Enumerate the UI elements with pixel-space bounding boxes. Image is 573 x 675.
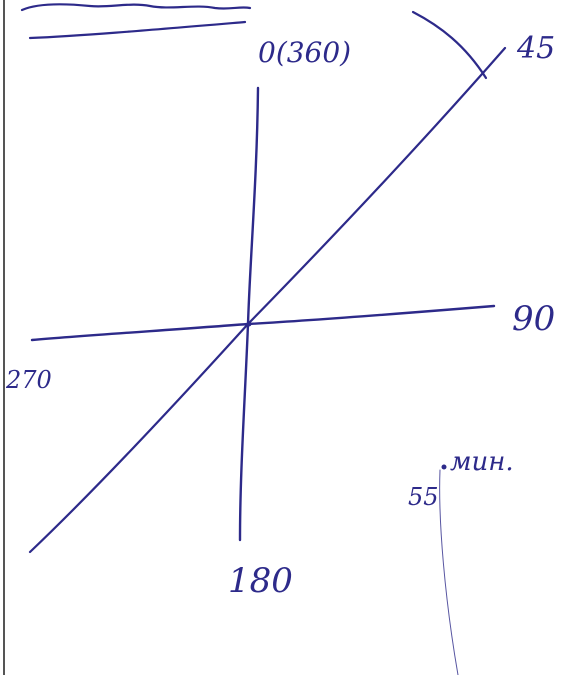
vertical-axis — [238, 86, 260, 542]
note-text: мин. — [450, 447, 514, 477]
label-diagonal: 45 — [516, 31, 555, 66]
heading-scribble — [20, 3, 252, 12]
diagonal-line — [28, 46, 507, 554]
label-south: 180 — [228, 561, 293, 601]
label-north: 0(360) — [258, 36, 351, 69]
note-line — [439, 469, 459, 675]
horizontal-axis — [30, 304, 496, 342]
note-number: 55 — [408, 483, 439, 511]
heading-underline — [28, 20, 247, 40]
label-west: 270 — [5, 366, 52, 394]
note-dot — [441, 464, 447, 470]
origin-point — [246, 321, 252, 327]
label-east: 90 — [512, 299, 555, 339]
angle-arc — [411, 10, 488, 80]
